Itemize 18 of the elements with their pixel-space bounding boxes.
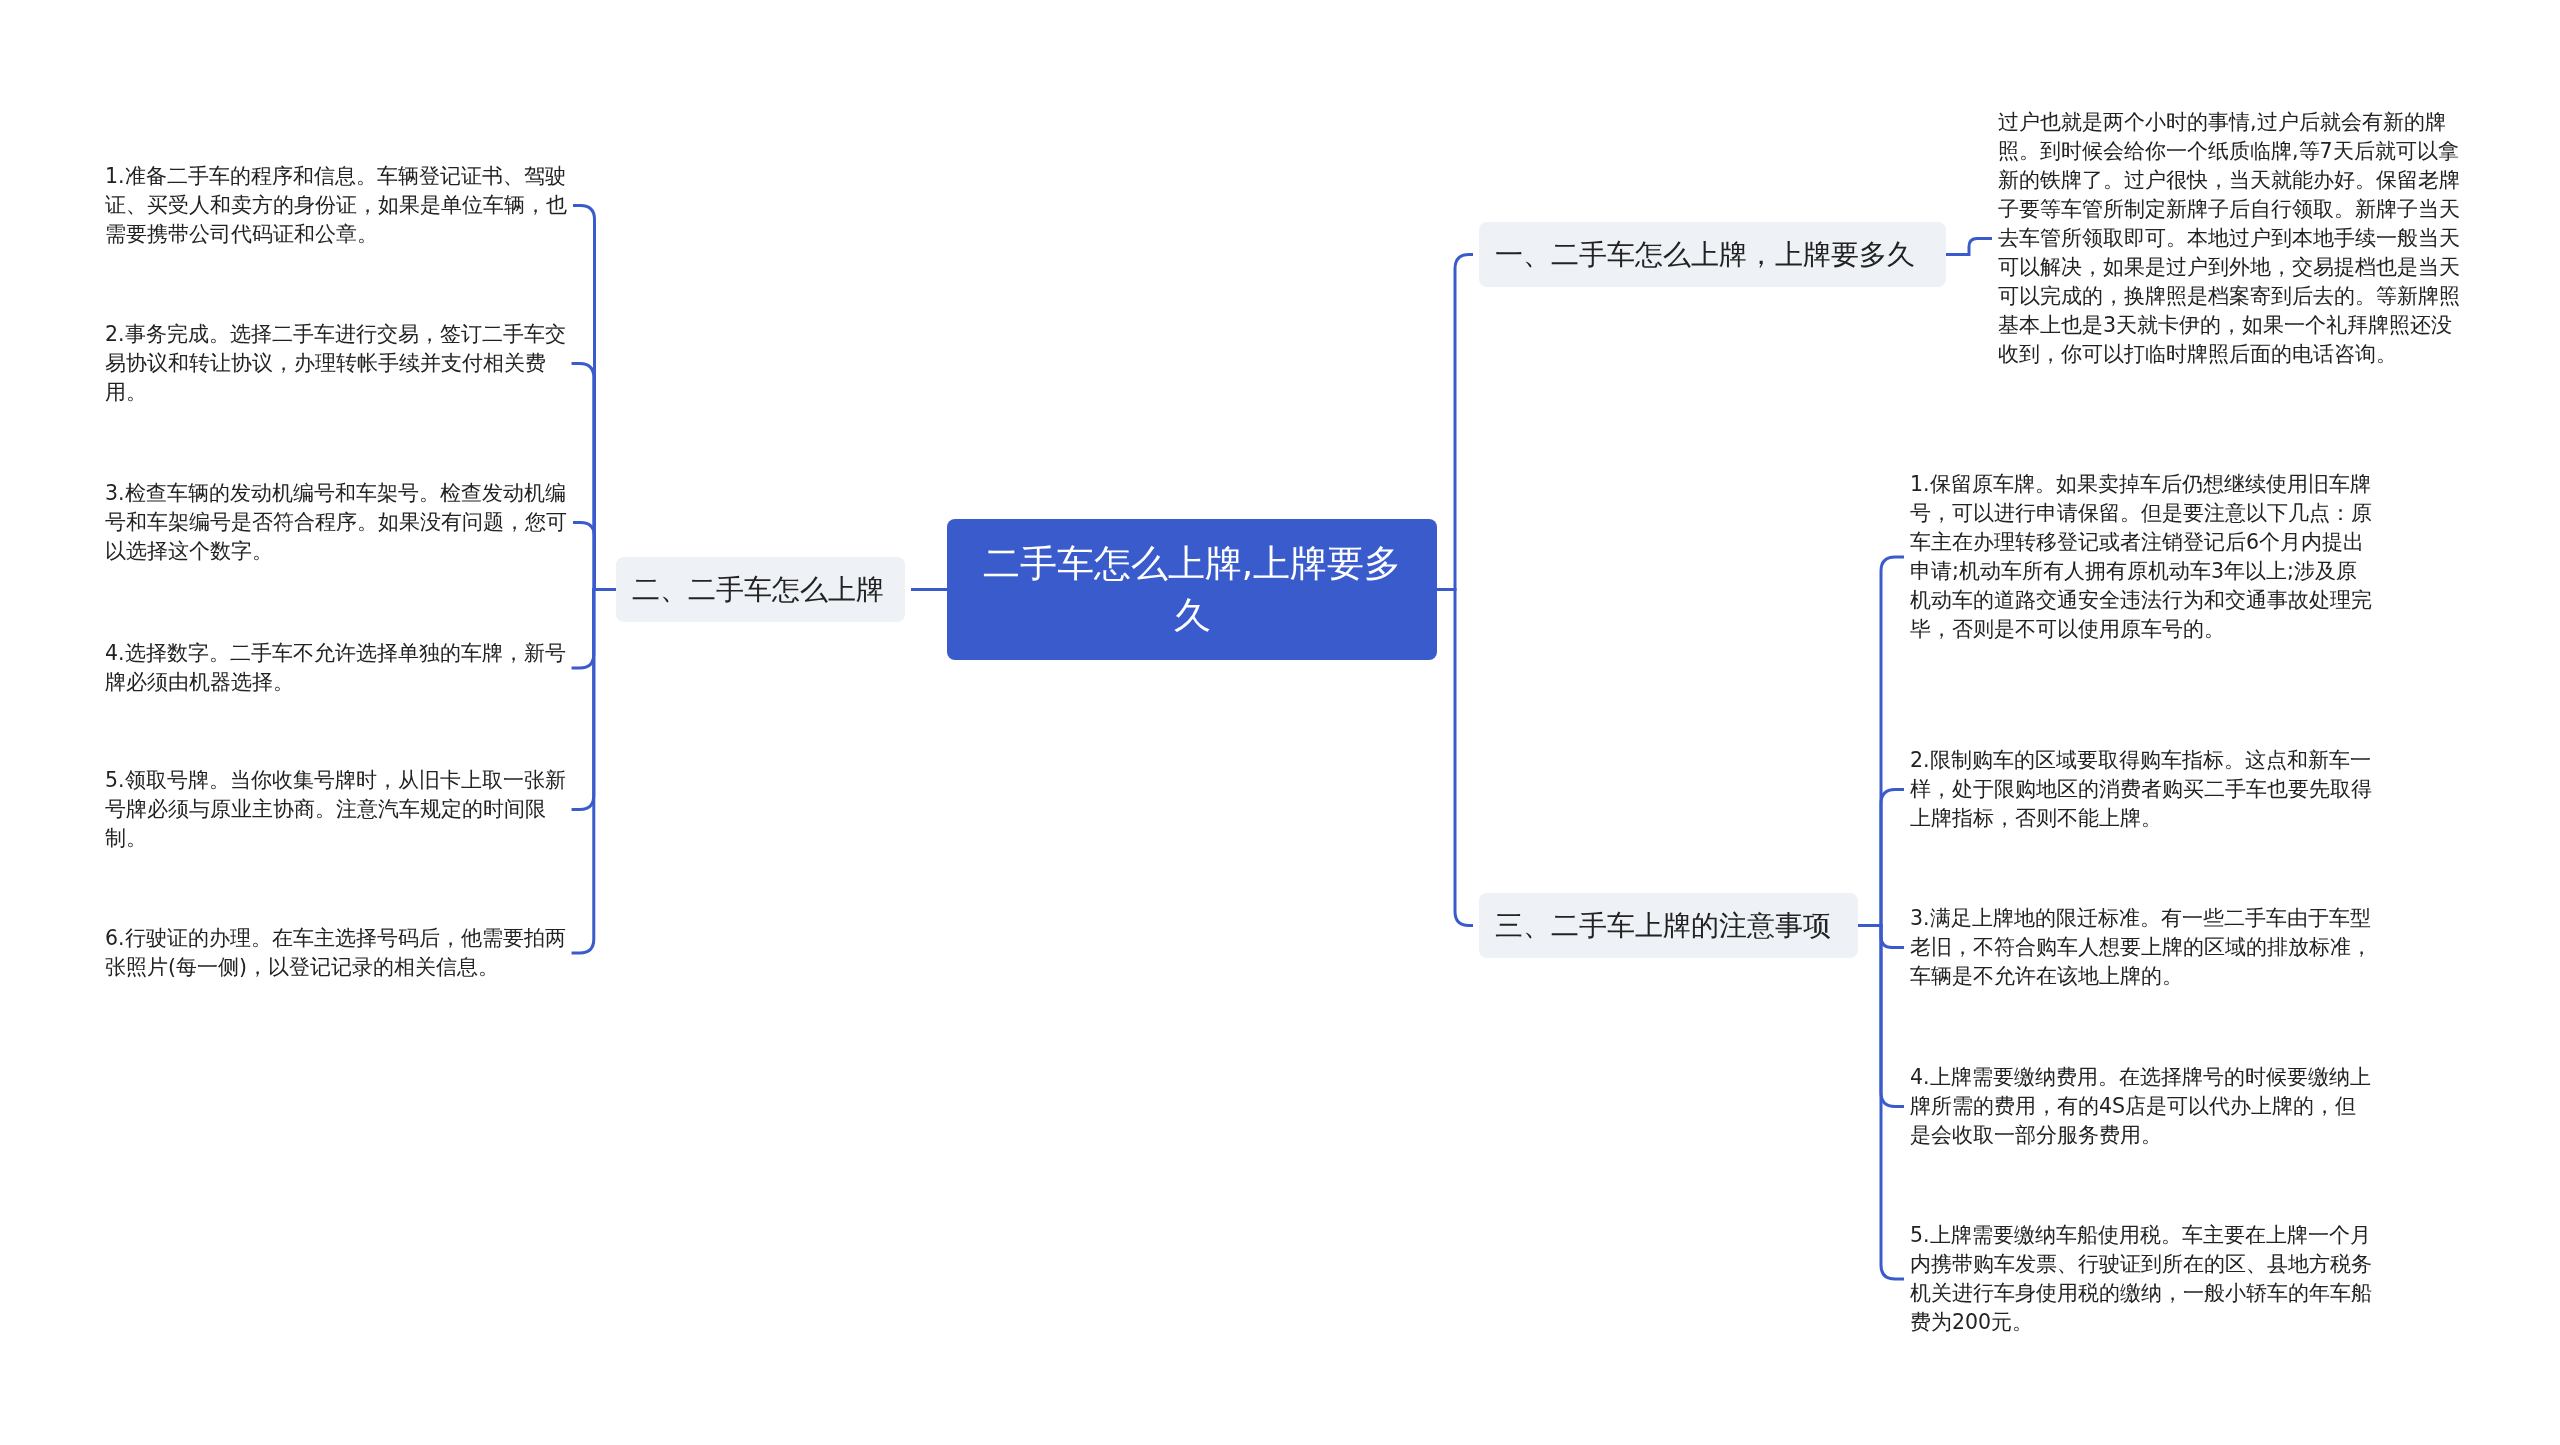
topic-box: 二、二手车怎么上牌 — [616, 557, 905, 622]
note-text: 过户也就是两个小时的事情,过户后就会有新的牌照。到时候会给你一个纸质临牌,等7天后就可以拿新的铁牌了。过户很快，当天就能办好。保留老牌子要等车管所制定新牌子后自行领取。新牌子当天去车管所领取即可。本地过户到本地手续一般当天可以解决，如果是过户到外地，交易提档也是当天可以完成的，换牌照是档案寄到后去的。等新牌照基本上也是3天就卡伊的，如果一个礼拜牌照还没收到，你可以打临时牌照后面的电话咨询。 — [1998, 108, 2466, 369]
note-text: 4.上牌需要缴纳费用。在选择牌号的时候要缴纳上牌所需的费用，有的4S店是可以代办上牌的，但是会收取一部分服务费用。 — [1910, 1063, 2372, 1150]
note-text: 2.限制购车的区域要取得购车指标。这点和新车一样，处于限购地区的消费者购买二手车也要先取得上牌指标，否则不能上牌。 — [1910, 746, 2372, 833]
topic-box: 三、二手车上牌的注意事项 — [1479, 893, 1858, 958]
note-text: 4.选择数字。二手车不允许选择单独的车牌，新号牌必须由机器选择。 — [105, 639, 567, 697]
note-text: 5.领取号牌。当你收集号牌时，从旧卡上取一张新号牌必须与原业主协商。注意汽车规定的时间限制。 — [105, 766, 567, 853]
note-text: 3.检查车辆的发动机编号和车架号。检查发动机编号和车架编号是否符合程序。如果没有问题，您可以选择这个数字。 — [105, 479, 567, 566]
note-text: 1.准备二手车的程序和信息。车辆登记证书、驾驶证、买受人和卖方的身份证，如果是单位车辆，也需要携带公司代码证和公章。 — [105, 162, 567, 249]
connector-line — [1946, 237, 1992, 256]
note-text: 5.上牌需要缴纳车船使用税。车主要在上牌一个月内携带购车发票、行驶证到所在的区、县地方税务机关进行车身使用税的缴纳，一般小轿车的年车船费为200元。 — [1910, 1221, 2372, 1337]
note-text: 3.满足上牌地的限迁标准。有一些二手车由于车型老旧，不符合购车人想要上牌的区域的排放标准，车辆是不允许在该地上牌的。 — [1910, 904, 2372, 991]
note-text: 2.事务完成。选择二手车进行交易，签订二手车交易协议和转让协议，办理转帐手续并支付相关费用。 — [105, 320, 567, 407]
central-topic-box: 二手车怎么上牌,上牌要多久 — [947, 519, 1437, 660]
note-text: 1.保留原车牌。如果卖掉车后仍想继续使用旧车牌号，可以进行申请保留。但是要注意以下几点：原车主在办理转移登记或者注销登记后6个月内提出申请;机动车所有人拥有原机动车3年以上;涉及原机动车的道路交通安全违法行为和交通事故处理完毕，否则是不可以使用原车号的。 — [1910, 470, 2372, 644]
topic-box: 一、二手车怎么上牌，上牌要多久 — [1479, 222, 1946, 287]
connector-line — [911, 588, 947, 591]
note-text: 6.行驶证的办理。在车主选择号码后，他需要拍两张照片(每一侧)，以登记记录的相关信息。 — [105, 924, 567, 982]
